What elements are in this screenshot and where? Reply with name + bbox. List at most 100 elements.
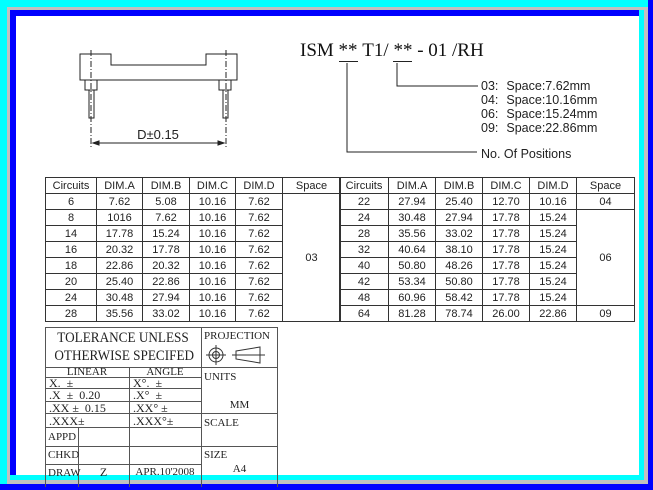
space-option-04: 04: Space:10.16mm (481, 93, 597, 107)
linear-row: X. ± (49, 376, 74, 390)
table-cell: 16 (45, 241, 97, 258)
table-cell: 35.56 (96, 305, 143, 322)
scale-label: SCALE (204, 417, 239, 429)
column-header: DIM.C (189, 177, 236, 194)
table-cell: 22.86 (96, 257, 143, 274)
space-label-04: Space:10.16mm (506, 93, 597, 107)
angle-row: .XXX°± (133, 414, 174, 428)
table-cell: 14 (45, 225, 97, 242)
table-cell: 48.26 (435, 257, 483, 274)
table-cell: 7.62 (235, 289, 283, 306)
size-label: SIZE (204, 449, 228, 461)
space-code-09: 09: (481, 121, 498, 135)
positions-placeholder: ** (338, 40, 358, 62)
part-prefix: ISM (300, 40, 334, 61)
column-header: DIM.A (388, 177, 436, 194)
table-cell: 27.94 (388, 193, 436, 210)
angle-header: ANGLE (146, 366, 184, 378)
table-cell: 7.62 (235, 225, 283, 242)
table-cell: 17.78 (142, 241, 190, 258)
size-value: A4 (232, 463, 247, 475)
part-suffix: - 01 /RH (417, 40, 484, 61)
space-label-06: Space:15.24mm (506, 107, 597, 121)
table-cell: 28 (45, 305, 97, 322)
space-code-04: 04: (481, 93, 498, 107)
table-cell: 15.24 (529, 289, 577, 306)
space-option-06: 06: Space:15.24mm (481, 107, 597, 121)
table-cell: 50.80 (388, 257, 436, 274)
table-cell: 81.28 (388, 305, 436, 322)
table-cell: 24 (339, 209, 389, 226)
table-cell: 1016 (96, 209, 143, 226)
table-cell: 17.78 (482, 225, 530, 242)
table-cell: 53.34 (388, 273, 436, 290)
tolerance-title-1: TOLERANCE UNLESS (57, 330, 189, 346)
table-cell: 30.48 (96, 289, 143, 306)
table-cell: 15.24 (529, 225, 577, 242)
table-cell: 20.32 (142, 257, 190, 274)
table-cell: 7.62 (142, 209, 190, 226)
draw-label: DRAW (48, 467, 81, 479)
table-cell: 20.32 (96, 241, 143, 258)
table-cell: 7.62 (235, 209, 283, 226)
linear-row: .XXX± (49, 414, 85, 428)
table-cell: 17.78 (482, 209, 530, 226)
table-cell: 22 (339, 193, 389, 210)
space-option-09: 09:Space:22.86mm (481, 121, 597, 135)
space-cell: 09 (576, 305, 635, 322)
table-cell: 17.78 (482, 273, 530, 290)
part-number: ISM ** T1/ ** - 01 /RH (300, 40, 484, 62)
table-cell: 50.80 (435, 273, 483, 290)
table-cell: 10.16 (529, 193, 577, 210)
table-cell: 6 (45, 193, 97, 210)
column-header: DIM.C (482, 177, 530, 194)
table-cell: 25.40 (96, 273, 143, 290)
table-cell: 22.86 (529, 305, 577, 322)
table-cell: 10.16 (189, 273, 236, 290)
drawn-by: Z (99, 465, 108, 479)
table-cell: 22.86 (142, 273, 190, 290)
projection-symbol-icon (206, 345, 265, 365)
angle-row: .X° ± (133, 388, 163, 402)
table-cell: 28 (339, 225, 389, 242)
column-header: DIM.B (435, 177, 483, 194)
table-cell: 78.74 (435, 305, 483, 322)
pin-collar-right (218, 79, 232, 91)
table-cell: 10.16 (189, 225, 236, 242)
table-cell: 15.24 (529, 257, 577, 274)
column-header: DIM.A (96, 177, 143, 194)
angle-row: .XX° ± (133, 401, 168, 415)
table-cell: 40.64 (388, 241, 436, 258)
projection-label: PROJECTION (204, 330, 271, 342)
table-cell: 25.40 (435, 193, 483, 210)
table-cell: 5.08 (142, 193, 190, 210)
table-cell: 38.10 (435, 241, 483, 258)
table-cell: 10.16 (189, 257, 236, 274)
table-cell: 24 (45, 289, 97, 306)
table-cell: 27.94 (435, 209, 483, 226)
table-cell: 17.78 (482, 289, 530, 306)
table-cell: 33.02 (142, 305, 190, 322)
connector-body (79, 53, 238, 81)
positions-label: No. Of Positions (481, 147, 571, 161)
table-cell: 15.24 (529, 209, 577, 226)
column-header: DIM.D (529, 177, 577, 194)
table-cell: 18 (45, 257, 97, 274)
space-code-06: 06: (481, 107, 498, 121)
title-block: TOLERANCE UNLESS OTHERWISE SPECIFED LINE… (45, 327, 278, 487)
table-cell: 20 (45, 273, 97, 290)
table-cell: 15.24 (529, 273, 577, 290)
table-cell: 7.62 (96, 193, 143, 210)
table-cell: 7.62 (235, 305, 283, 322)
